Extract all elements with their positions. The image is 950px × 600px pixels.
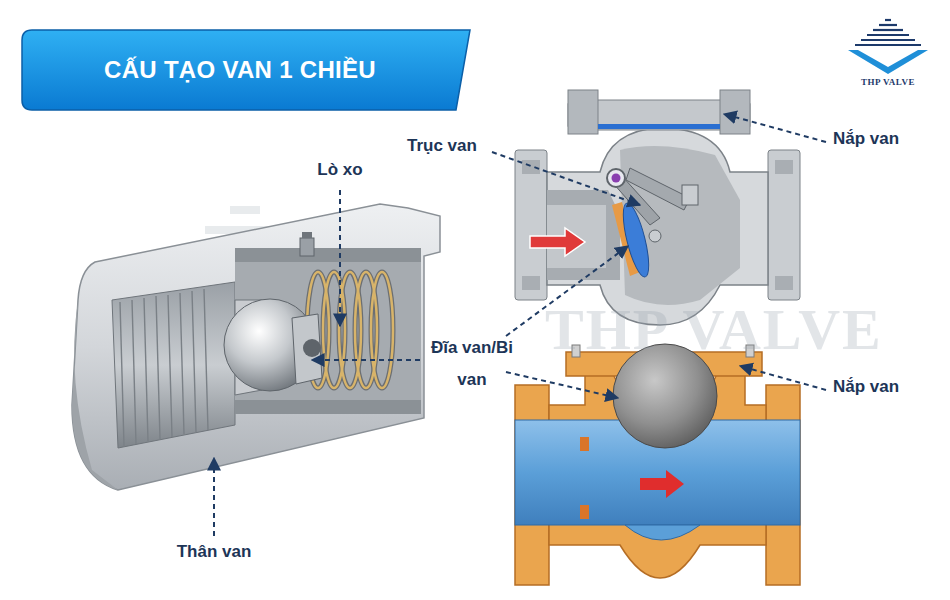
part-label: Đĩa van/Bi van	[422, 332, 522, 396]
part-label: Thân van	[177, 542, 252, 562]
part-label: Lò xo	[317, 160, 362, 180]
part-label: Trục van	[407, 136, 477, 156]
logo-text: THP VALVE	[861, 77, 915, 87]
watermark: THP VALVE	[545, 296, 883, 363]
part-label: Nắp van	[833, 129, 899, 149]
part-label: Nắp van	[833, 377, 899, 397]
title-banner-text: CẤU TẠO VAN 1 CHIỀU	[22, 56, 458, 84]
